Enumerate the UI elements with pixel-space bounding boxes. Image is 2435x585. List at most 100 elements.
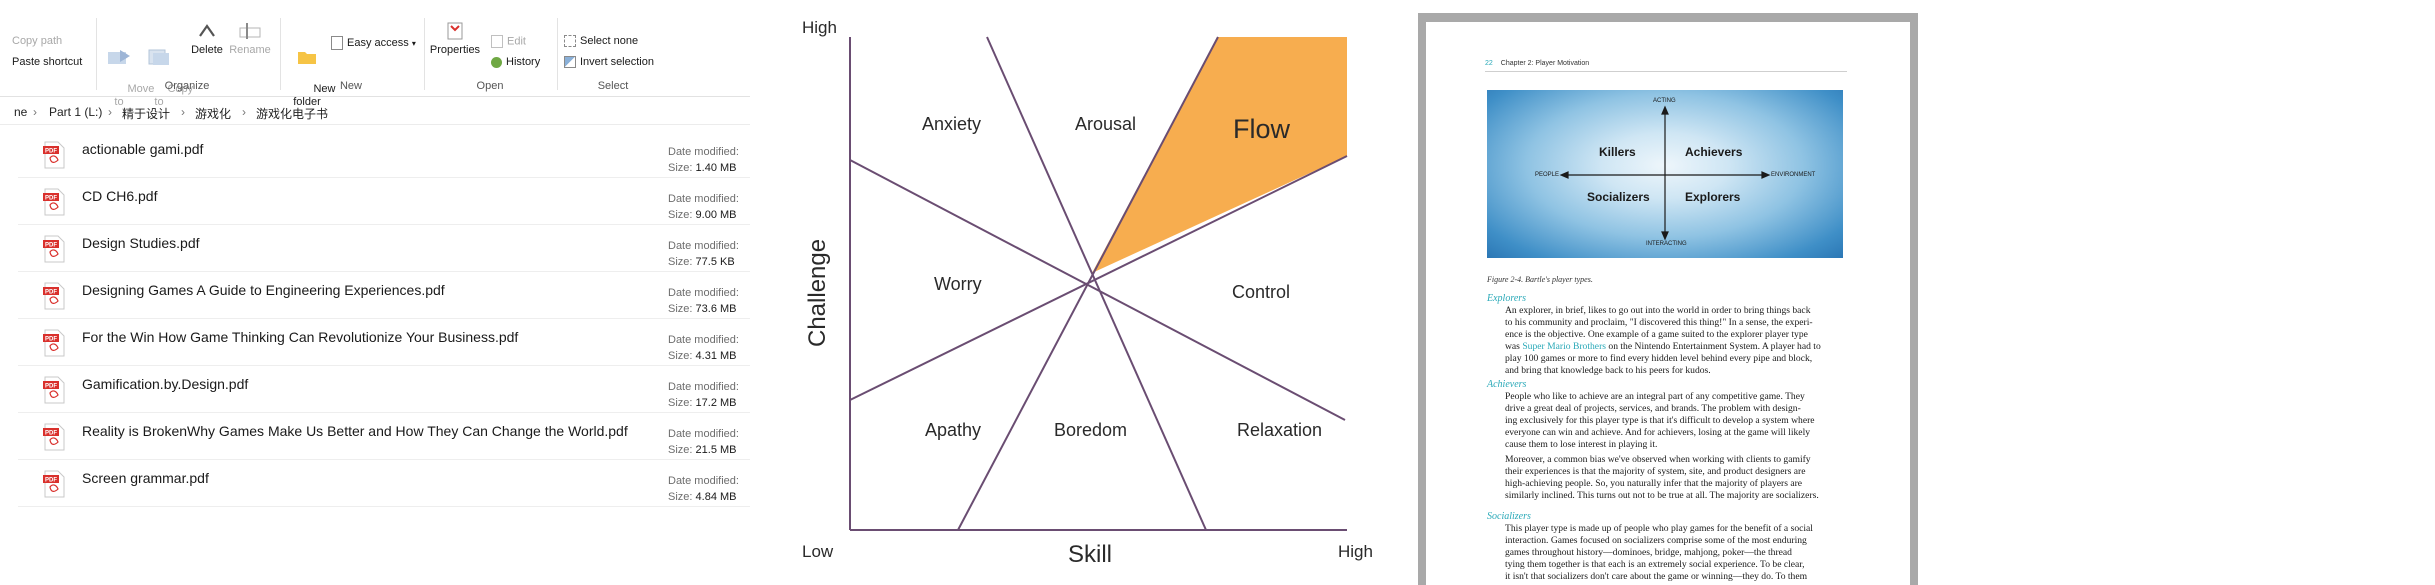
breadcrumb-item[interactable]: ne <box>14 105 28 119</box>
breadcrumb-item[interactable]: 游戏化 <box>195 107 232 121</box>
section-heading-explorers: Explorers <box>1487 293 1527 304</box>
select-none-icon <box>564 35 576 48</box>
text-line: was Super Mario Brothers on the Nintendo… <box>1505 341 1821 352</box>
move-to-label: Move to <box>114 83 155 108</box>
paragraph-achievers-2: Moreover, a common bias we've observed w… <box>1505 454 1865 502</box>
text-line: it isn't that socializers don't care abo… <box>1505 571 1808 582</box>
new-folder-button[interactable]: New folder <box>289 22 335 122</box>
copy-to-button[interactable]: Copy to <box>143 22 193 122</box>
breadcrumb-item[interactable]: 游戏化电子书 <box>256 107 329 121</box>
file-name[interactable]: Designing Games A Guide to Engineering E… <box>82 282 445 298</box>
bartle-axes <box>1559 105 1771 241</box>
file-name[interactable]: Design Studies.pdf <box>82 235 200 251</box>
file-date-modified-label: Date modified: <box>668 193 739 205</box>
boundary-line <box>986 36 1207 531</box>
invert-selection-button[interactable]: Invert selection <box>564 56 654 69</box>
boundary-line <box>849 159 1346 421</box>
region-label-control: Control <box>1232 282 1290 302</box>
pdf-badge-text: PDF <box>45 196 57 202</box>
edit-label: Edit <box>507 35 526 48</box>
new-group: New folder Easy access ▾ New <box>281 0 421 108</box>
file-date-modified-label: Date modified: <box>668 240 739 252</box>
history-button[interactable]: History <box>491 56 540 68</box>
text-line: drive a great deal of projects, services… <box>1505 403 1801 414</box>
text-line: to his community and proclaim, "I discov… <box>1505 317 1813 328</box>
paste-shortcut-button[interactable]: Paste shortcut <box>12 56 83 68</box>
file-size-value: 21.5 MB <box>695 444 737 456</box>
text-line: tying them together is that each is an e… <box>1505 559 1805 570</box>
acrobat-swirl <box>49 202 59 210</box>
file-name[interactable]: actionable gami.pdf <box>82 141 204 157</box>
file-explorer-window: Copy path Paste shortcut Move to Copy to… <box>0 0 750 585</box>
acrobat-swirl <box>49 296 59 304</box>
acrobat-swirl <box>49 249 59 257</box>
file-name[interactable]: Reality is BrokenWhy Games Make Us Bette… <box>82 423 628 439</box>
pdf-file-icon: PDF <box>43 282 65 310</box>
easy-access-button[interactable]: Easy access ▾ <box>331 36 416 50</box>
region-label-arousal: Arousal <box>1075 114 1136 134</box>
file-size-label: Size: <box>668 303 693 315</box>
region-label-relaxation: Relaxation <box>1237 420 1322 440</box>
x-axis-title: Skill <box>1068 541 1112 568</box>
pdf-file-icon: PDF <box>43 141 65 169</box>
game-title-highlight: Super Mario Brothers <box>1522 341 1606 352</box>
header-rule <box>1485 71 1847 72</box>
figure-caption: Figure 2-4. Bartle's player types. <box>1487 275 1593 284</box>
rename-label: Rename <box>229 44 271 56</box>
select-group: Select none Invert selection Select <box>558 0 668 96</box>
breadcrumb-item[interactable]: Part 1 (L:) <box>49 105 103 119</box>
bartle-player-types-figure: ACTING INTERACTING PEOPLE ENVIRONMENT Ki… <box>1487 90 1843 258</box>
edit-button[interactable]: Edit <box>491 35 526 48</box>
organize-group-label: Organize <box>164 80 210 92</box>
file-size: Size: 73.6 MB <box>668 303 737 315</box>
select-none-button[interactable]: Select none <box>564 35 639 48</box>
address-bar[interactable]: ne › Part 1 (L:) › 精于设计 › 游戏化 › 游戏化电子书 <box>0 100 750 125</box>
history-label: History <box>506 56 541 68</box>
region-label-apathy: Apathy <box>925 420 981 440</box>
file-size-value: 73.6 MB <box>695 303 737 315</box>
file-row[interactable]: PDF Designing Games A Guide to Engineerin… <box>18 271 750 319</box>
file-date-modified-label: Date modified: <box>668 146 739 158</box>
quadrant-explorers: Explorers <box>1685 190 1741 204</box>
axis-label-acting: ACTING <box>1653 98 1676 104</box>
file-name[interactable]: For the Win How Game Thinking Can Revolu… <box>82 329 519 345</box>
y-axis-title: Challenge <box>804 239 831 347</box>
boundary-line <box>957 36 1219 531</box>
file-name[interactable]: CD CH6.pdf <box>82 188 158 204</box>
rename-button[interactable]: Rename <box>229 22 271 57</box>
file-size-label: Size: <box>668 491 693 503</box>
acrobat-swirl <box>49 343 59 351</box>
properties-button[interactable]: Properties <box>427 22 483 57</box>
text-line: their experiences is that the majority o… <box>1505 466 1806 477</box>
breadcrumb-item[interactable]: 精于设计 <box>122 107 171 121</box>
file-size-label: Size: <box>668 444 693 456</box>
file-name[interactable]: Gamification.by.Design.pdf <box>82 376 249 392</box>
text-line: and bring that knowledge back to his pee… <box>1505 365 1711 376</box>
acrobat-swirl <box>49 390 59 398</box>
quadrant-socializers: Socializers <box>1587 190 1650 204</box>
pdf-badge-text: PDF <box>45 290 57 296</box>
pdf-badge-text: PDF <box>45 337 57 343</box>
move-to-button[interactable]: Move to <box>103 22 154 122</box>
ribbon-divider <box>557 18 558 90</box>
delete-button[interactable]: Delete <box>189 22 225 57</box>
text-line: People who like to achieve are an integr… <box>1505 391 1805 402</box>
easy-access-icon <box>331 36 343 50</box>
copy-path-button[interactable]: Copy path <box>12 35 63 47</box>
dropdown-caret-icon: ▾ <box>411 38 416 48</box>
file-row[interactable]: PDF For the Win How Game Thinking Can Rev… <box>18 318 750 366</box>
text-line: interaction. Games focused on socializer… <box>1505 535 1807 546</box>
select-none-label: Select none <box>580 35 639 47</box>
breadcrumb-chevron-icon: › <box>108 105 112 119</box>
file-size: Size: 17.2 MB <box>668 397 737 409</box>
properties-icon <box>447 22 463 40</box>
file-name[interactable]: Screen grammar.pdf <box>82 470 209 486</box>
page-number: 22 <box>1485 60 1493 67</box>
